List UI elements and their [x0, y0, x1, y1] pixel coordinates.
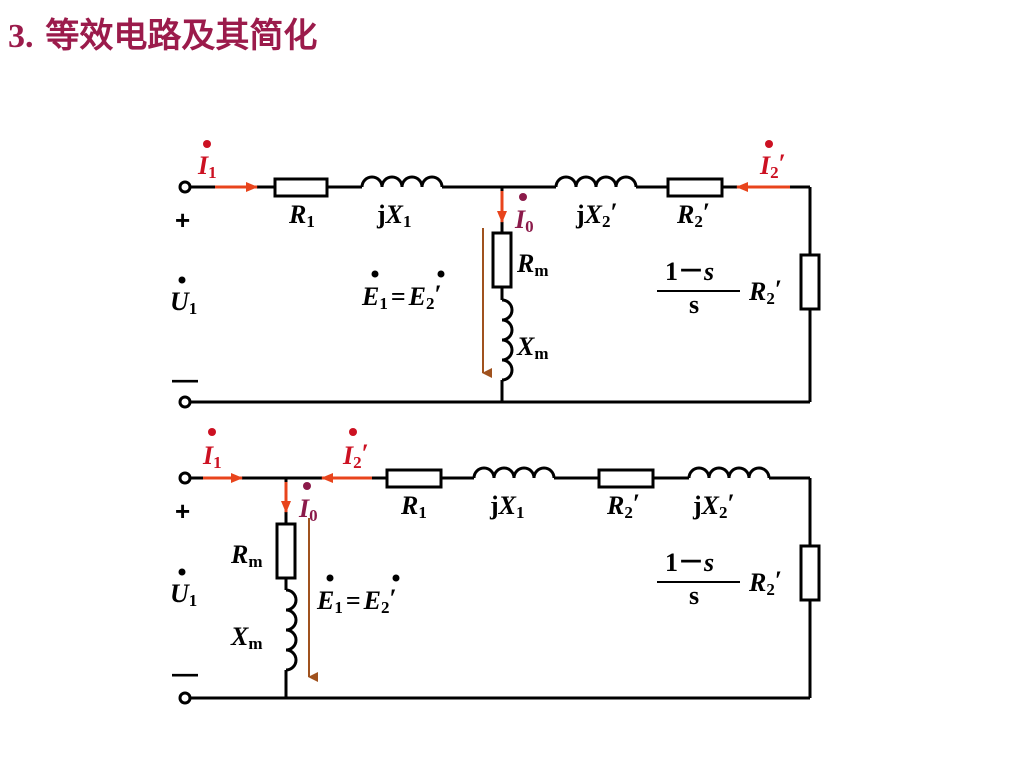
label-r2: R2′	[606, 489, 640, 522]
label-plus: +	[175, 496, 190, 526]
page-title: 3. 等效电路及其简化	[8, 8, 317, 57]
phasor-dot	[765, 140, 773, 148]
inductor-x2	[554, 175, 638, 188]
phasor-dot	[326, 574, 334, 582]
terminal	[178, 180, 192, 194]
label-rm: Rm	[230, 540, 263, 571]
resistor-rm	[275, 522, 297, 580]
resistor-rm	[491, 231, 513, 289]
resistor-r2	[666, 177, 724, 198]
label-minus: —	[172, 658, 198, 688]
phasor-dot	[519, 193, 527, 201]
label-i1: I1	[197, 151, 217, 182]
label-i1: I1	[202, 441, 222, 472]
label-u1: U1	[170, 287, 197, 318]
label-load-denominator: s	[689, 581, 699, 610]
phasor-dot	[178, 568, 186, 576]
phasor-dot	[392, 574, 400, 582]
title-number: 3.	[8, 18, 34, 55]
inductor-xm	[501, 298, 514, 382]
phasor-dot	[178, 276, 186, 284]
resistor-load	[799, 544, 821, 602]
label-xm: Xm	[230, 622, 263, 653]
phasor-dot	[303, 482, 311, 490]
circuit-bottom: I1 I2′ I0 R1 jX1 R2′ jX2′ Rm Xm E1=E2′ +…	[170, 428, 821, 705]
label-load-numerator: 1－s	[665, 257, 714, 286]
circuit-top: I1 I2′ I0 R1 jX1 jX2′ R2′ Rm Xm E1=E2′ +…	[170, 140, 821, 409]
resistor-r1	[273, 177, 329, 198]
phasor-dot	[371, 270, 379, 278]
phasor-dot	[203, 140, 211, 148]
resistor-r1	[385, 468, 443, 489]
resistor-load	[799, 253, 821, 311]
label-jx1: jX1	[376, 200, 412, 231]
label-i0: I0	[298, 494, 318, 525]
label-i0: I0	[514, 205, 534, 236]
label-load-r2: R2′	[748, 275, 782, 308]
label-xm: Xm	[516, 332, 549, 363]
label-jx1: jX1	[489, 491, 525, 522]
label-r2: R2′	[676, 198, 710, 231]
label-load-numerator: 1－s	[665, 548, 714, 577]
inductor-x1	[360, 175, 444, 188]
inductor-xm	[285, 588, 298, 672]
label-plus: +	[175, 205, 190, 235]
label-minus: —	[172, 364, 198, 394]
label-u1: U1	[170, 579, 197, 610]
phasor-dot	[349, 428, 357, 436]
label-load-r2: R2′	[748, 566, 782, 599]
title-text: 等效电路及其简化	[45, 16, 318, 56]
label-r1: R1	[288, 200, 315, 231]
terminal	[178, 471, 192, 485]
label-r1: R1	[400, 491, 427, 522]
terminal	[178, 691, 192, 705]
label-jx2: jX2′	[692, 489, 735, 522]
label-emf-equation: E1=E2′	[361, 280, 442, 313]
inductor-x1	[472, 466, 556, 479]
inductor-x2	[687, 466, 771, 479]
phasor-dot	[437, 270, 445, 278]
label-i2: I2′	[759, 149, 786, 182]
phasor-dot	[208, 428, 216, 436]
label-rm: Rm	[516, 249, 549, 280]
resistor-r2	[597, 468, 655, 489]
terminal	[178, 395, 192, 409]
label-i2: I2′	[342, 439, 369, 472]
label-jx2: jX2′	[575, 198, 618, 231]
label-load-denominator: s	[689, 290, 699, 319]
label-emf-equation: E1=E2′	[316, 584, 397, 617]
